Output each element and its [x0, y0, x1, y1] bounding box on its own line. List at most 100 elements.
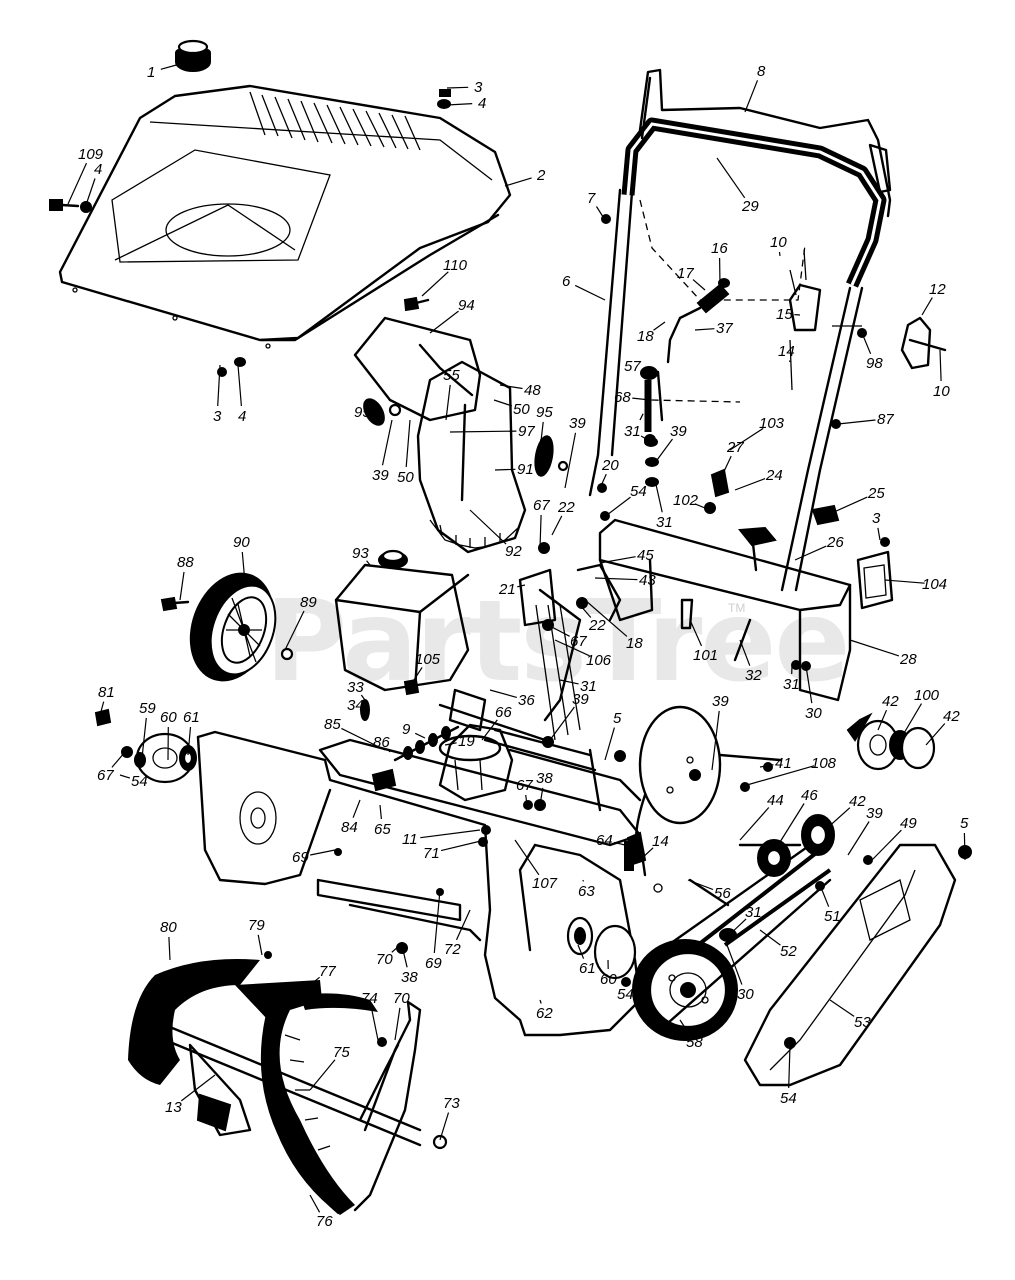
- callout-84: 84: [341, 819, 358, 836]
- callout-101: 101: [693, 647, 718, 664]
- leader-line-67: [539, 514, 542, 549]
- callout-93: 93: [352, 545, 369, 562]
- leader-line-50: [493, 399, 513, 407]
- leader-line-3: [217, 364, 221, 407]
- leader-line-4: [85, 178, 96, 206]
- callout-105: 105: [415, 651, 441, 668]
- leader-line-25: [833, 496, 868, 513]
- callout-81: 81: [98, 684, 115, 701]
- callout-21: 21: [498, 581, 516, 598]
- leader-line-108: [739, 765, 815, 788]
- chute-knobs: [363, 398, 569, 477]
- hardware: [49, 89, 947, 1047]
- leader-line-22: [551, 515, 563, 536]
- callout-90: 90: [233, 534, 250, 551]
- leader-line-6: [574, 284, 606, 301]
- leader-line-106: [554, 639, 590, 657]
- callout-4: 4: [94, 161, 102, 178]
- callout-70: 70: [393, 990, 410, 1007]
- leader-line-54: [119, 774, 130, 779]
- callout-54: 54: [617, 986, 634, 1003]
- callout-110: 110: [443, 257, 468, 274]
- leader-line-11: [420, 829, 481, 839]
- leader-line-52: [759, 929, 781, 946]
- callout-39: 39: [712, 693, 729, 710]
- callout-109: 109: [78, 146, 104, 163]
- callout-49: 49: [900, 815, 917, 832]
- callout-58: 58: [686, 1034, 703, 1051]
- leader-line-10: [778, 251, 781, 257]
- callout-22: 22: [557, 499, 575, 516]
- callout-31: 31: [624, 423, 641, 440]
- callout-52: 52: [780, 943, 797, 960]
- callout-10: 10: [933, 383, 950, 400]
- callout-39: 39: [572, 691, 589, 708]
- leader-line-104: [884, 579, 925, 584]
- callout-3: 3: [872, 510, 881, 527]
- leader-line-41: [759, 764, 774, 768]
- callout-66: 66: [495, 704, 512, 721]
- leader-line-67: [547, 624, 570, 637]
- leader-line-109: [67, 162, 88, 205]
- leader-line-69: [433, 889, 441, 954]
- leader-line-4: [237, 364, 242, 407]
- leader-line-39: [381, 419, 393, 466]
- callout-45: 45: [637, 547, 654, 564]
- leader-line-90: [241, 551, 246, 584]
- callout-39: 39: [569, 415, 586, 432]
- callout-67: 67: [97, 767, 114, 784]
- callout-107: 107: [532, 875, 558, 892]
- leader-line-39: [847, 821, 870, 856]
- leader-line-62: [539, 999, 542, 1004]
- leader-line-69: [310, 849, 336, 856]
- leader-line-92: [469, 509, 507, 545]
- leader-line-70: [394, 1007, 401, 1041]
- callout-30: 30: [805, 705, 822, 722]
- leader-line-54: [606, 496, 631, 516]
- leader-line-88: [179, 571, 185, 601]
- dash-panel: [576, 504, 894, 702]
- leader-line-76: [309, 1194, 321, 1213]
- leader-line-72: [455, 909, 471, 941]
- leader-line-42: [925, 723, 946, 746]
- leader-line-73: [439, 1112, 450, 1141]
- callout-50: 50: [513, 401, 530, 418]
- leader-line-26: [794, 545, 827, 561]
- leader-line-51: [819, 884, 830, 907]
- callout-69: 69: [425, 955, 442, 972]
- callout-60: 60: [600, 971, 617, 988]
- leader-line-31: [559, 679, 579, 685]
- callout-19: 19: [458, 733, 475, 750]
- leader-line-64: [613, 841, 626, 846]
- callout-2: 2: [536, 167, 546, 184]
- leader-line-48: [499, 384, 523, 390]
- leader-line-19: [444, 742, 457, 746]
- callout-38: 38: [536, 770, 553, 787]
- control-bracket: [788, 249, 932, 391]
- callout-69: 69: [292, 849, 309, 866]
- leader-line-67: [111, 751, 126, 768]
- callout-16: 16: [711, 240, 728, 257]
- callout-43: 43: [639, 572, 656, 589]
- callout-28: 28: [899, 651, 917, 668]
- wheel: [189, 572, 277, 682]
- callout-74: 74: [361, 990, 378, 1007]
- callout-15: 15: [776, 306, 793, 323]
- callout-50: 50: [397, 469, 414, 486]
- leader-line-13: [180, 1074, 216, 1102]
- callout-3: 3: [213, 408, 222, 425]
- callout-106: 106: [586, 652, 612, 669]
- callout-54: 54: [780, 1090, 797, 1107]
- callout-31: 31: [656, 514, 673, 531]
- leader-line-59: [141, 717, 147, 759]
- callout-80: 80: [160, 919, 177, 936]
- leader-line-38: [539, 787, 544, 806]
- callout-42: 42: [882, 693, 899, 710]
- callout-87: 87: [877, 411, 894, 428]
- callout-42: 42: [849, 793, 866, 810]
- leader-line-30: [805, 665, 813, 704]
- callout-86: 86: [373, 734, 390, 751]
- callout-6: 6: [562, 273, 571, 290]
- leader-line-42: [877, 709, 888, 731]
